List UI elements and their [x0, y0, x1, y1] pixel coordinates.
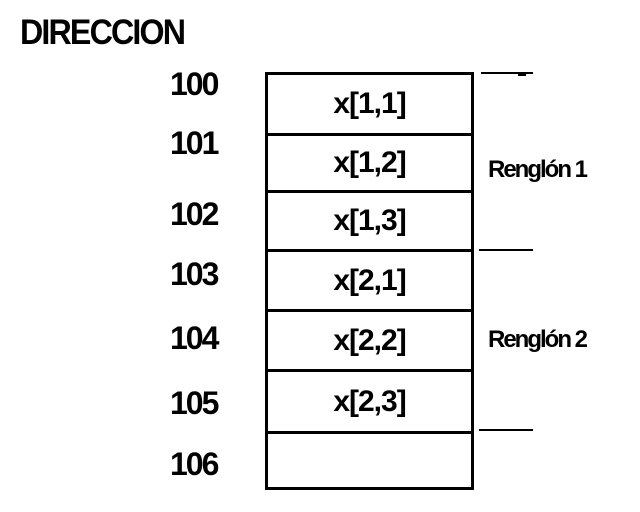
address-label-104: 104	[170, 320, 219, 356]
cell-value: x[1,1]	[333, 87, 406, 120]
address-label-100: 100	[170, 66, 219, 102]
cell-value: x[2,2]	[333, 323, 406, 357]
region-boundary-divider	[479, 249, 533, 251]
memory-column: x[1,1] x[1,2] x[1,3] x[2,1] x[2,2] x[2,3…	[265, 72, 474, 490]
region-1-top-divider-tick	[518, 72, 526, 76]
cell-value: x[1,2]	[333, 146, 406, 179]
cell-value: x[1,3]	[333, 204, 406, 237]
address-label-101: 101	[170, 125, 219, 161]
address-label-105: 105	[170, 385, 219, 421]
memory-cell-101: x[1,2]	[268, 133, 471, 190]
region-label-row-1: Renglón 1	[488, 156, 588, 183]
memory-cell-103: x[2,1]	[268, 249, 471, 309]
region-label-row-2: Renglón 2	[488, 326, 588, 353]
region-1-top-divider	[481, 72, 533, 74]
cell-value: x[2,1]	[333, 263, 406, 297]
memory-cell-104: x[2,2]	[268, 309, 471, 369]
diagram-title: DIRECCION	[20, 13, 186, 52]
address-label-103: 103	[170, 256, 219, 292]
memory-cell-102: x[1,3]	[268, 190, 471, 249]
address-label-106: 106	[170, 446, 219, 482]
memory-cell-100: x[1,1]	[268, 75, 471, 133]
cell-value: x[2,3]	[333, 384, 406, 418]
memory-cell-106	[268, 431, 471, 490]
address-label-102: 102	[170, 196, 219, 232]
region-2-bottom-divider	[479, 429, 533, 431]
memory-cell-105: x[2,3]	[268, 369, 471, 431]
